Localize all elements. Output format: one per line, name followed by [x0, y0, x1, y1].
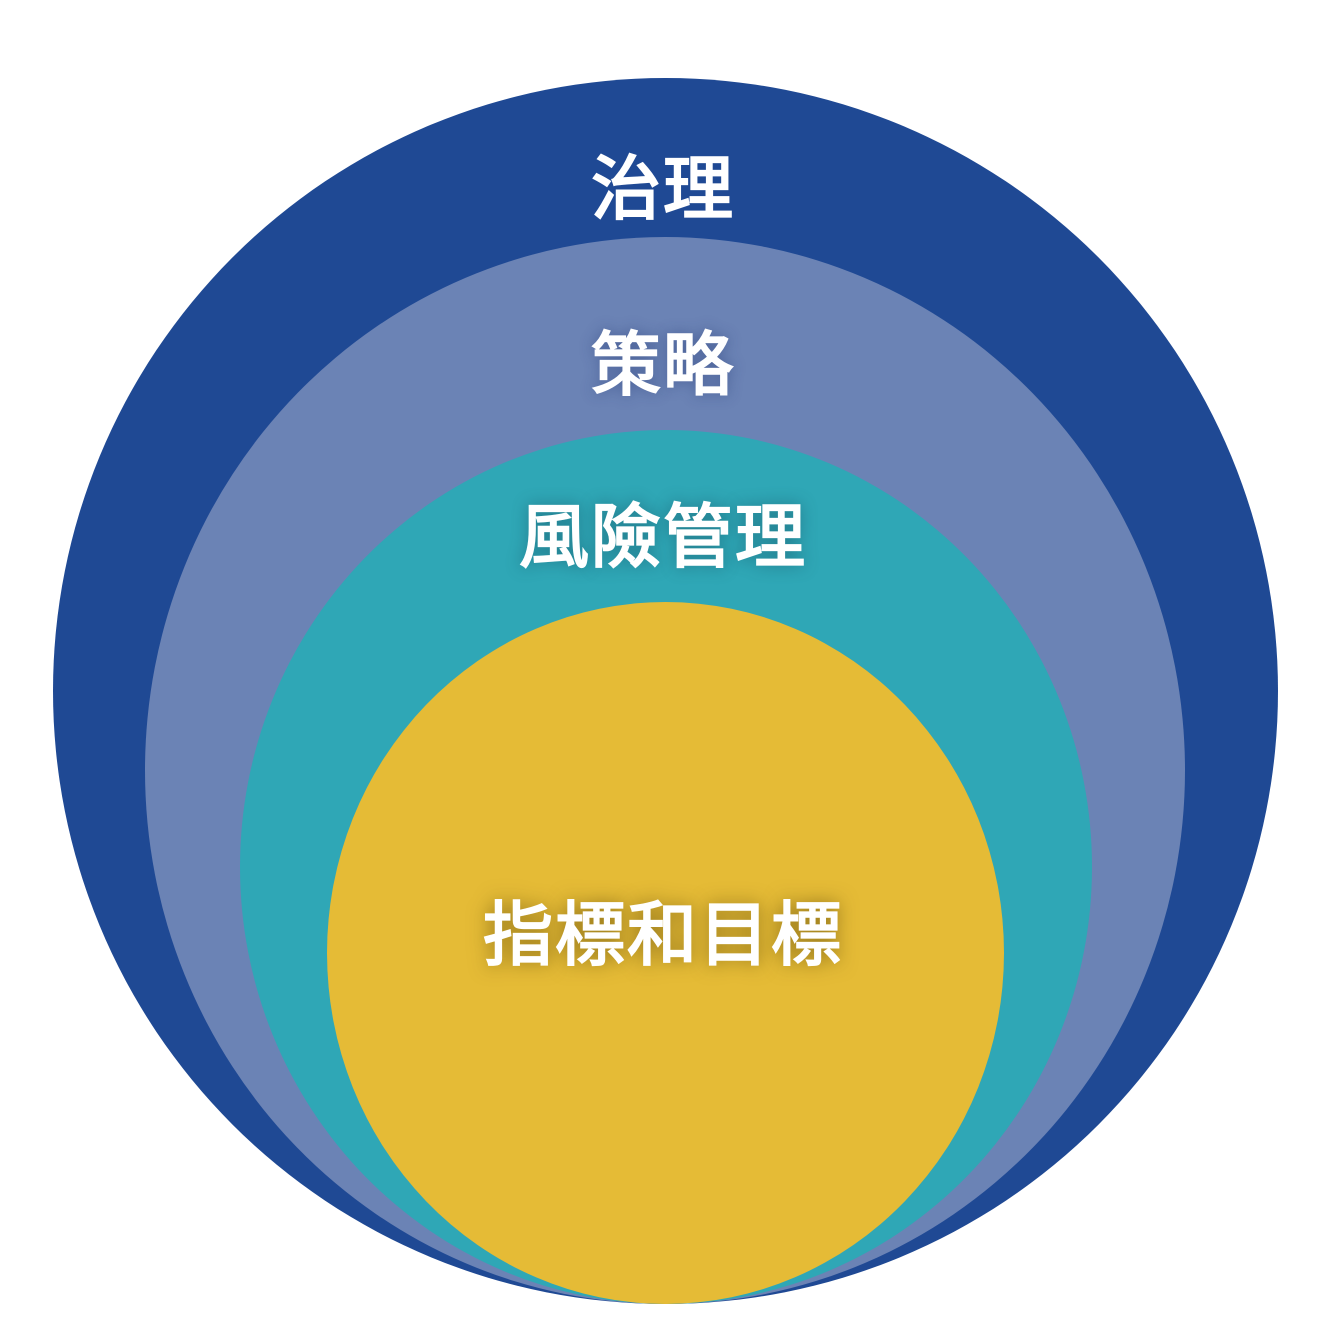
- metrics-and-targets-circle: [327, 602, 1004, 1304]
- strategy-label: 策略: [591, 324, 735, 406]
- metrics-and-targets-label: 指標和目標: [483, 894, 843, 976]
- governance-label: 治理: [591, 148, 735, 230]
- risk-management-label: 風險管理: [519, 496, 807, 578]
